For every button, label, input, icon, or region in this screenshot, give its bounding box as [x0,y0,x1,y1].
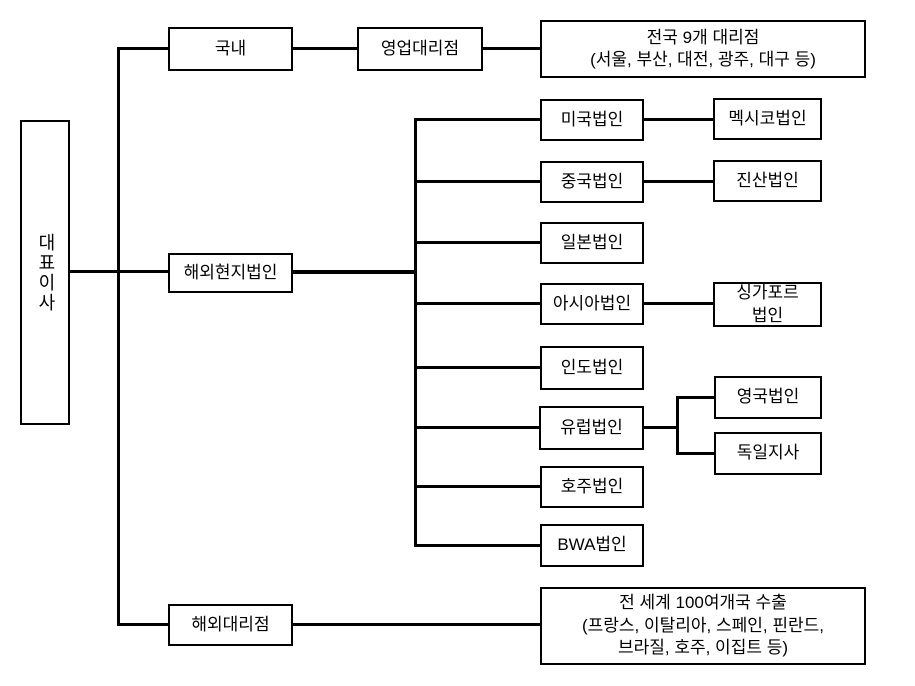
node-uk: 영국법인 [714,376,822,419]
node-jinsan: 진산법인 [713,160,822,202]
connector-spine2-vertical [414,118,417,547]
connector-europe-to-fork [643,426,678,429]
connector-stub-asia [415,302,540,305]
node-china: 중국법인 [540,161,644,203]
node-australia: 호주법인 [540,466,644,508]
node-domestic: 국내 [168,27,293,71]
connector-stub-australia [415,485,540,488]
connector-stub-china [415,180,540,183]
connector-spine1-vertical [117,47,120,626]
connector-overseas-agency-to-detail [293,623,540,626]
node-germany: 독일지사 [714,432,822,475]
connector-overseas-subsidiary-to-spine2 [293,270,417,274]
connector-stub-usa [415,118,540,121]
node-overseas-agency: 해외대리점 [168,604,293,646]
connector-spine1-to-overseas-agency [118,623,168,626]
connector-usa-to-mexico [644,118,713,121]
connector-stub-india [415,366,540,369]
node-usa: 미국법인 [540,99,644,141]
node-mexico: 멕시코법인 [713,98,822,140]
connector-stub-europe [415,426,540,429]
connector-stub-japan [415,241,540,244]
node-bwa: BWA법인 [540,524,644,567]
node-sales-agency: 영업대리점 [357,27,483,71]
node-japan: 일본법인 [540,222,644,264]
node-ceo-label: 대표이사 [35,232,56,313]
node-domestic-detail: 전국 9개 대리점 (서울, 부산, 대전, 광주, 대구 등) [540,20,866,78]
connector-fork-to-germany [678,452,714,455]
node-ceo: 대표이사 [20,120,70,425]
connector-domestic-to-sales-agency [293,47,357,50]
connector-asia-to-singapore [644,302,713,305]
node-india: 인도법인 [540,346,644,390]
node-europe: 유럽법인 [539,406,644,450]
node-overseas-subsidiary: 해외현지법인 [168,253,293,293]
connector-fork-to-uk [678,396,714,399]
connector-sales-agency-to-domestic-detail [483,47,540,50]
node-overseas-detail: 전 세계 100여개국 수출 (프랑스, 이탈리아, 스페인, 핀란드, 브라질… [540,587,866,665]
node-singapore: 싱가포르 법인 [713,282,822,327]
node-asia: 아시아법인 [540,283,644,325]
connector-spine1-to-domestic [118,47,168,50]
connector-stub-bwa [415,544,540,547]
connector-fork-vertical [676,396,679,455]
connector-china-to-jinsan [644,180,713,183]
